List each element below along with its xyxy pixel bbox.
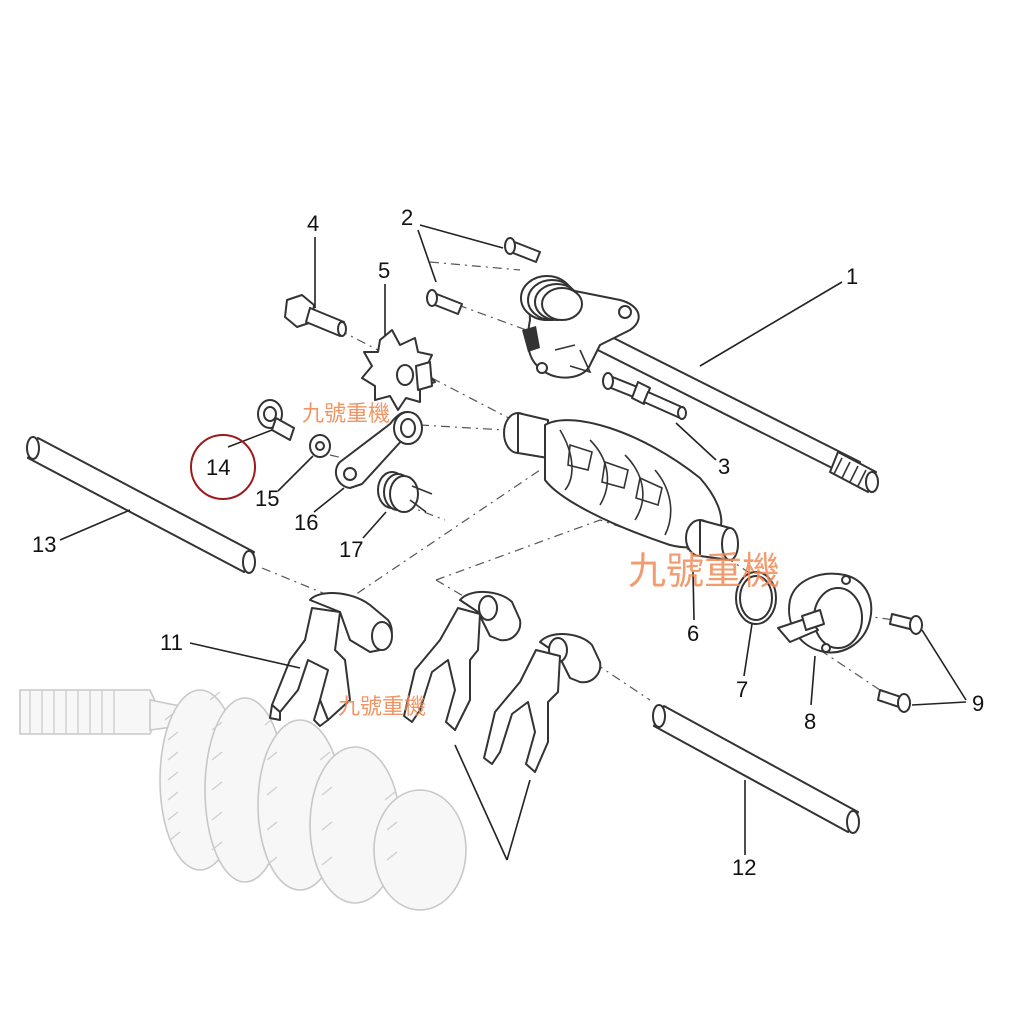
gear-cluster-background [19, 689, 467, 911]
part-17-torsion-spring [377, 471, 433, 513]
callout-labels: 1 2 3 4 5 6 7 8 9 11 12 13 14 15 16 17 [32, 205, 984, 880]
watermarks: 九號重機 九號重機 九號重機 [302, 402, 780, 720]
callout-14: 14 [206, 455, 230, 480]
watermark-text-large: 九號重機 [628, 549, 780, 593]
callout-13: 13 [32, 532, 56, 557]
part-16-detent-lever [334, 410, 423, 489]
part-9-screws [877, 613, 923, 713]
callout-6: 6 [687, 621, 699, 646]
callout-14-highlight-circle [190, 434, 256, 500]
callout-5: 5 [378, 258, 390, 283]
part-4-hex-bolt [284, 294, 347, 337]
part-13-rod [26, 436, 256, 574]
part-3-stepped-pin [602, 372, 687, 420]
callout-9: 9 [972, 691, 984, 716]
part-2-bolts [426, 237, 541, 315]
part-5-star-cam [361, 329, 436, 411]
callout-12: 12 [732, 855, 756, 880]
watermark-text-upper: 九號重機 [302, 402, 390, 427]
part-12-shift-forks [403, 591, 602, 773]
callout-15: 15 [255, 486, 279, 511]
callout-1: 1 [846, 264, 858, 289]
callout-3: 3 [718, 454, 730, 479]
part-6-shift-drum [503, 412, 739, 561]
callout-2: 2 [401, 205, 413, 230]
part-12-rod [652, 704, 860, 834]
callout-8: 8 [804, 709, 816, 734]
callout-16: 16 [294, 510, 318, 535]
part-8-sensor-cover [777, 572, 873, 654]
leader-lines [59, 224, 967, 861]
callout-11: 11 [160, 630, 183, 655]
watermark-text-lower: 九號重機 [338, 695, 426, 720]
part-14-shoulder-bolt [257, 399, 295, 441]
callout-7: 7 [736, 677, 748, 702]
part-1-shift-shaft [520, 275, 879, 493]
callout-4: 4 [307, 211, 319, 236]
part-7-o-ring [735, 571, 777, 625]
callout-17: 17 [339, 537, 363, 562]
part-15-washer [309, 434, 331, 458]
part-11-shift-fork [269, 592, 393, 727]
